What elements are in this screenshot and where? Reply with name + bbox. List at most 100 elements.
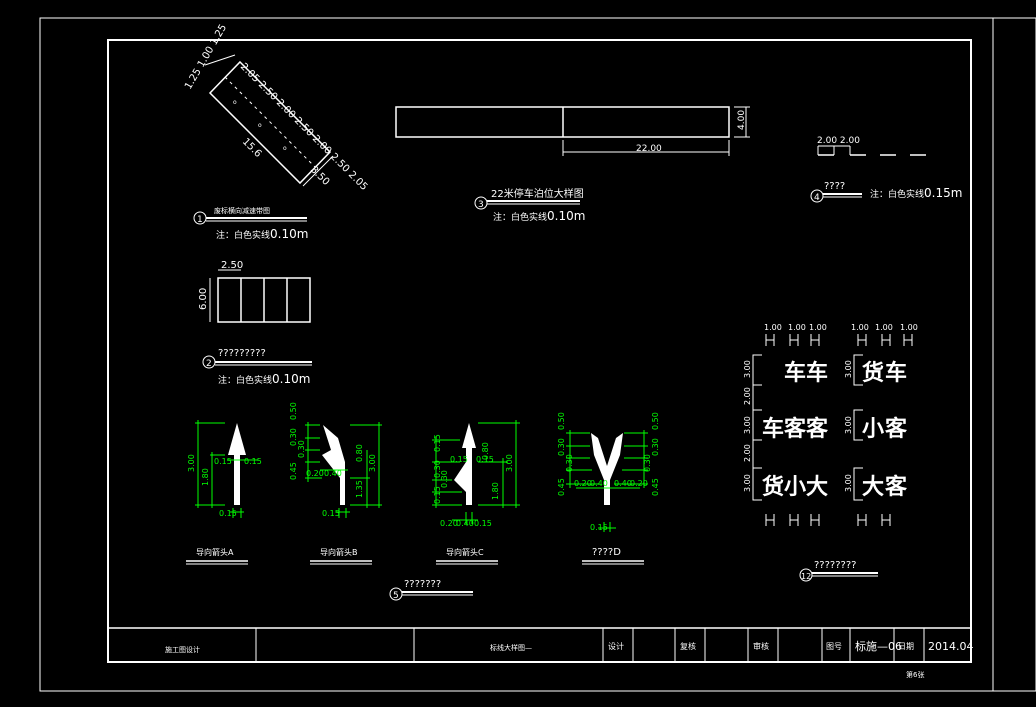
title-block-date: 2014.04 [928, 640, 974, 653]
detail-12-right-side-dim-0: 3.00 [844, 360, 853, 378]
detail-5-number-circle [389, 587, 403, 601]
detail-12-left-char-2-2: 大 [806, 475, 828, 500]
title-block-review-label: 复核 [680, 641, 696, 651]
detail-12-right-char-1-0: 小 [862, 417, 884, 442]
detail-4-caption: ???? [824, 181, 845, 192]
arrow-b-dim-5: 0.40 [324, 469, 342, 478]
detail-12-left-side-dim-0: 3.00 [743, 360, 752, 378]
arrow-c-dim-10: 0.40 [456, 519, 474, 528]
detail-1-dim-length: 15.6 [240, 136, 264, 160]
detail-5-label: 5 ??????? [389, 579, 473, 601]
arrow-a: 3.00 1.80 0.15 0.15 0.15 导向箭头A [186, 420, 262, 565]
detail-1-note-prefix: 注：白色实线 [216, 229, 270, 241]
svg-text:o: o [283, 145, 287, 152]
detail-12-right-char-0-0: 货 [862, 360, 884, 386]
arrow-b-dim-6: 0.80 [355, 444, 364, 462]
detail-2-marking: 2.50 6.00 [198, 260, 311, 323]
arrow-b-dim-0: 0.50 [289, 402, 298, 420]
detail-12-right-top-dim-0: 1.00 [851, 323, 869, 332]
detail-12-right-char-2-0: 大 [862, 475, 884, 500]
svg-text:注：白色实线0.15m: 注：白色实线0.15m [870, 186, 962, 200]
arrow-d-dim-1: 0.30 [557, 438, 566, 456]
svg-text:o: o [258, 122, 262, 129]
detail-3-note-value: 0.10m [547, 209, 585, 223]
arrow-a-dim-3: 0.15 [244, 457, 262, 466]
arrow-b-dim-4: 0.20 [306, 469, 324, 478]
arrow-c-dim-6: 3.00 [505, 454, 514, 472]
detail-4-note-value: 0.15m [924, 186, 962, 200]
detail-12-left-char-1-1: 客 [784, 416, 807, 442]
arrow-d-dim-2: 0.30 [565, 454, 574, 472]
detail-12-left-char-0-1: 车 [806, 360, 828, 386]
arrow-a-dim-1: 1.80 [201, 468, 210, 486]
title-block-sheet-number: 标施—06 [855, 639, 902, 653]
arrow-b-dim-3: 0.45 [289, 462, 298, 480]
detail-1-caption: 废标横向减速带图 [214, 206, 270, 215]
arrow-d-dim-0: 0.50 [557, 412, 566, 430]
detail-12-left-char-2-0: 货 [762, 474, 784, 500]
arrow-b-dim-1: 0.30 [289, 428, 298, 446]
arrow-d-dim-6: 0.40 [614, 479, 632, 488]
arrow-c-dim-7: 0.80 [481, 442, 490, 460]
arrow-d-caption: ????D [592, 547, 621, 558]
detail-3-marking: 22.00 4.00 [395, 106, 750, 156]
detail-1-dim-width: 3.50 [308, 164, 332, 188]
arrow-c: 0.15 0.30 0.30 0.15 0.15 0.15 3.00 0.80 … [432, 420, 520, 565]
detail-12-left-char-1-2: 客 [806, 416, 829, 442]
arrow-d-dim-12: 0.15 [590, 523, 608, 532]
detail-12-right-char-0-1: 车 [885, 360, 907, 386]
detail-12-left-top-dim-1: 1.00 [788, 323, 806, 332]
detail-4-number: 4 [814, 193, 820, 203]
detail-12-left-top-dim-0: 1.00 [764, 323, 782, 332]
detail-12-lettering: 1.00 1.00 1.00 3.00 [743, 323, 918, 526]
arrow-c-dim-2: 0.30 [440, 470, 449, 488]
arrow-b-dim-9: 0.15 [322, 509, 340, 518]
title-block: 施工图设计 标线大样图— 设计 复核 审核 图号 标施—06 日期 2014.0… [108, 627, 974, 679]
detail-12-left-char-2-1: 小 [784, 475, 806, 500]
detail-3-note-prefix: 注：白色实线 [493, 211, 547, 223]
arrow-c-dim-11: 0.15 [474, 519, 492, 528]
arrow-d-dim-3: 0.45 [557, 478, 566, 496]
detail-2-label: 2 ????????? 注：白色实线0.10m [202, 348, 312, 386]
detail-3-dim-height: 4.00 [737, 110, 747, 130]
arrow-b-dim-7: 1.35 [355, 480, 364, 498]
arrow-a-dim-0: 3.00 [187, 454, 196, 472]
detail-12-left-top-dim-2: 1.00 [809, 323, 827, 332]
arrow-c-dim-9: 0.20 [440, 519, 458, 528]
title-block-drawing-name: 施工图设计 [165, 645, 200, 654]
sheet-count: 第6张 [906, 670, 924, 679]
detail-1-number: 1 [197, 215, 203, 225]
title-block-sheet-label: 图号 [826, 642, 842, 651]
detail-12-left-side-dim-2: 3.00 [743, 416, 752, 434]
svg-text:注：白色实线0.10m: 注：白色实线0.10m [218, 372, 310, 386]
arrow-d: 0.50 0.30 0.30 0.45 0.20 0.40 0.40 0.20 … [557, 412, 660, 565]
detail-1-label: 1 废标横向减速带图 注：白色实线0.10m [193, 206, 308, 241]
detail-12-left-side-dim-4: 3.00 [743, 474, 752, 492]
detail-12-label: 12 ???????? [799, 560, 878, 582]
detail-1-marking: o o o 1.25 1.00 1.25 2.05 2.50 2.00 2.50… [183, 23, 369, 193]
arrow-d-dim-11: 0.50 [651, 412, 660, 430]
detail-12-left-char-1-0: 车 [762, 416, 784, 442]
detail-12-right-top-dim-2: 1.00 [900, 323, 918, 332]
arrow-c-dim-5: 0.15 [476, 455, 494, 464]
detail-3-label: 3 22米停车泊位大样图 注：白色实线0.10m [474, 187, 585, 223]
arrow-b-dim-2: 0.30 [297, 440, 306, 458]
title-block-design-label: 设计 [608, 641, 624, 651]
detail-2-note-value: 0.10m [272, 372, 310, 386]
title-block-drawing-title: 标线大样图— [490, 643, 532, 652]
arrow-c-caption: 导向箭头C [446, 547, 484, 557]
detail-12-left-side-dim-1: 2.00 [743, 387, 752, 405]
arrow-d-dim-8: 0.45 [651, 478, 660, 496]
detail-2-dim-width: 2.50 [221, 260, 243, 271]
detail-3-number-circle [474, 196, 488, 210]
arrow-c-dim-3: 0.15 [433, 486, 442, 504]
detail-12-right-char-2-1: 客 [885, 474, 908, 500]
arrow-b-dim-8: 3.00 [368, 454, 377, 472]
arrow-c-dim-4: 0.15 [450, 455, 468, 464]
detail-4-note-prefix: 注：白色实线 [870, 188, 924, 200]
detail-4-dims: 2.00 2.00 [817, 136, 860, 146]
arrow-d-dim-9: 0.30 [643, 454, 652, 472]
svg-text:注：白色实线0.10m: 注：白色实线0.10m [493, 209, 585, 223]
title-block-audit-label: 审核 [753, 641, 769, 651]
